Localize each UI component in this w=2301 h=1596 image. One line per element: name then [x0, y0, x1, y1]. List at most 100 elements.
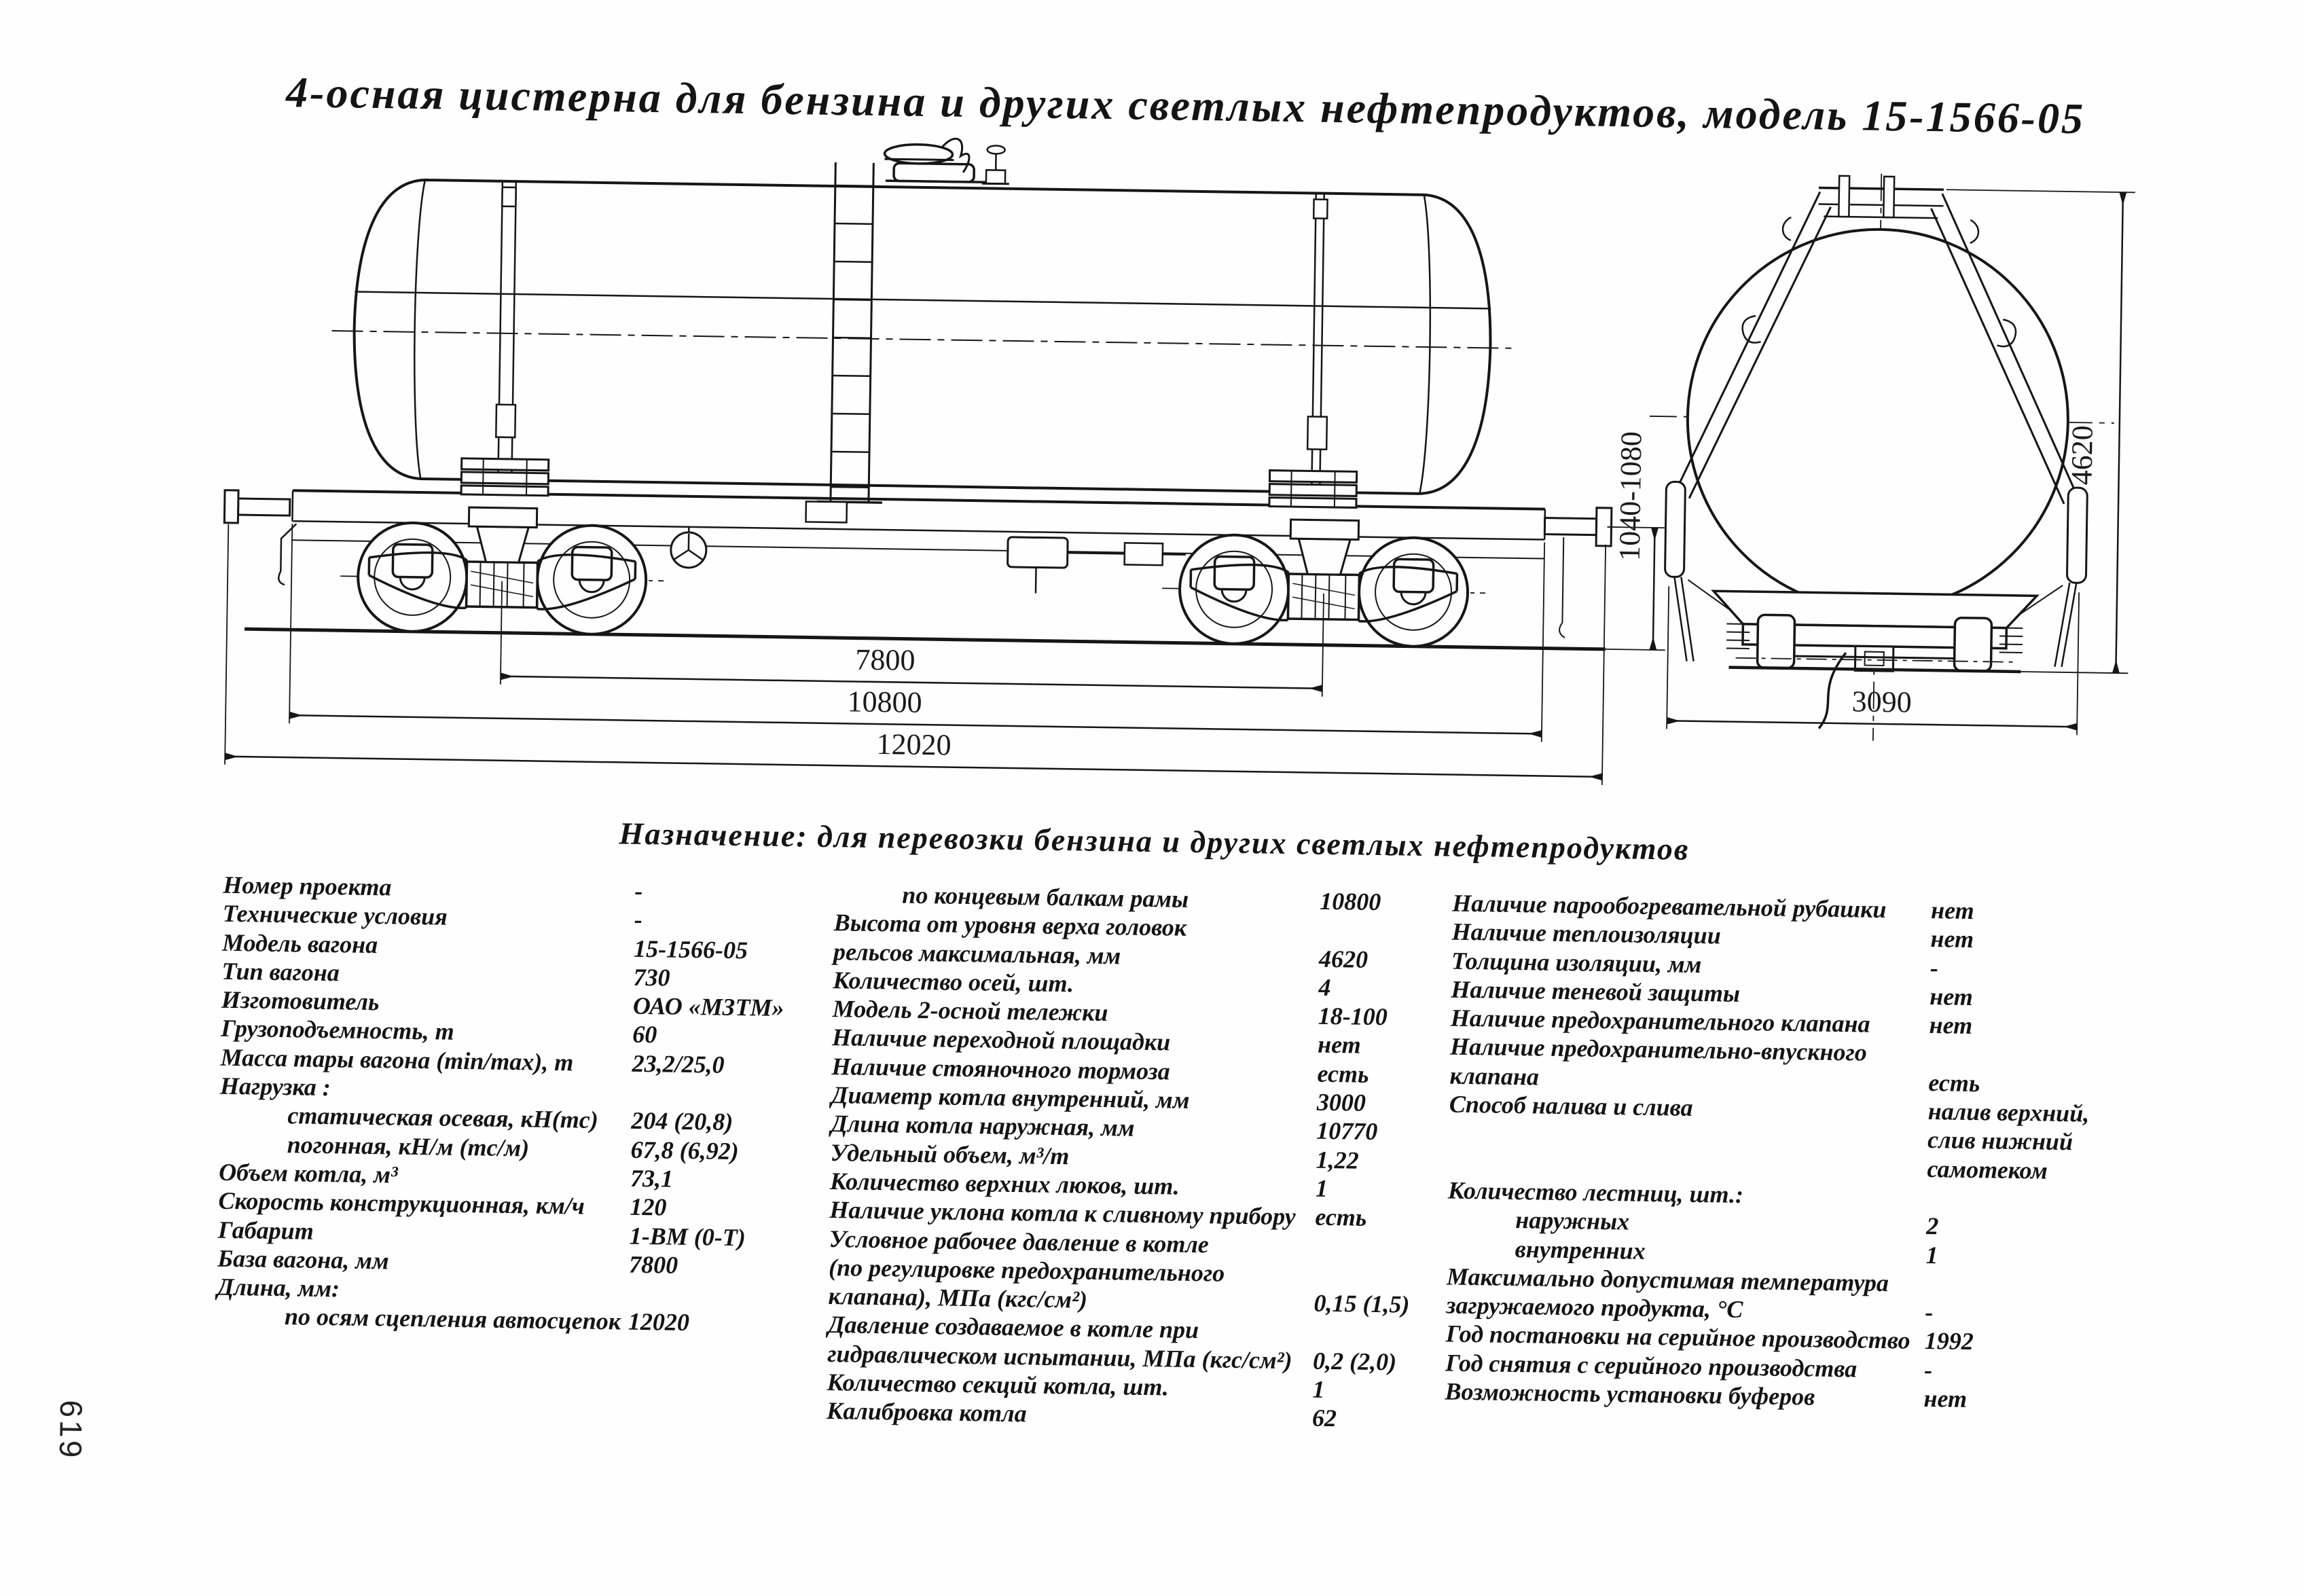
spec-value: нет: [1923, 1385, 1968, 1413]
spec-value: 0,15 (1,5): [1313, 1289, 1410, 1318]
spec-label: Габарит: [217, 1216, 314, 1245]
spec-label: Количество секций котла, шт.: [827, 1368, 1170, 1401]
spec-label: погонная, кН/м (тс/м): [287, 1130, 530, 1162]
dim-end-width: 3090: [1666, 586, 2080, 736]
technical-drawing: 7800 10800 12020 1040-1080: [223, 137, 2135, 785]
spec-value: есть: [1315, 1203, 1367, 1232]
brake-cylinder: [1007, 536, 1186, 594]
spec-value: нет: [1929, 1011, 1973, 1040]
spec-value: 1: [1315, 1174, 1328, 1202]
spec-value: 120: [630, 1193, 667, 1221]
spec-value: 62: [1311, 1404, 1337, 1432]
spec-value: 67,8 (6,92): [630, 1136, 740, 1165]
end-view: 3090 4620: [1649, 173, 2135, 741]
spec-label: Изготовитель: [221, 985, 380, 1016]
spec-label: загружаемого продукта, °С: [1446, 1291, 1743, 1324]
spec-value: 23,2/25,0: [632, 1049, 725, 1078]
dim-frame-length: 10800: [289, 524, 1546, 742]
spec-label: Калибровка котла: [826, 1397, 1028, 1428]
spec-label: Масса тары вагона (min/max), т: [220, 1043, 574, 1076]
spec-value: 12020: [628, 1308, 690, 1337]
spec-value: -: [634, 906, 643, 934]
dim-coupler-height: 1040-1080: [1605, 431, 1667, 651]
left-coupler: [223, 489, 297, 586]
right-support-bracket: [1268, 469, 1358, 509]
bogie-right: [1162, 518, 1486, 648]
spec-label: по осям сцепления автосцепок: [284, 1303, 621, 1335]
spec-label: Тип вагона: [221, 957, 340, 987]
spec-label: наружных: [1515, 1206, 1630, 1235]
end-platform: [1781, 175, 1980, 244]
spec-value: 15-1566-05: [633, 935, 748, 964]
spec-col-3: Наличие парообогревательной рубашки нет …: [1445, 889, 2253, 1418]
right-coupler: [1543, 507, 1613, 638]
spec-value: 3000: [1316, 1088, 1366, 1117]
spec-value: 1: [1312, 1375, 1325, 1403]
spec-value: 10800: [1319, 887, 1381, 916]
page-number: 619: [52, 1400, 90, 1461]
spec-label: Наличие теневой защиты: [1451, 975, 1741, 1007]
spec-value: слив нижний: [1927, 1126, 2073, 1156]
spec-label: Нагрузка :: [219, 1072, 331, 1102]
spec-label: клапана), МПа (кгс/см²): [828, 1282, 1088, 1313]
spec-value: налив верхний,: [1927, 1098, 2090, 1127]
spec-value: 60: [632, 1021, 657, 1049]
dim-overall-length: 12020: [224, 524, 1607, 785]
spec-value: -: [1929, 954, 1939, 981]
spec-label: Скорость конструкционная, км/ч: [218, 1186, 585, 1220]
spec-label: Диаметр котла внутренний, мм: [831, 1081, 1190, 1114]
dim-bogie-base: 7800: [499, 581, 1324, 697]
spec-value: нет: [1929, 982, 1974, 1011]
spec-label: статическая осевая, кН(тс): [287, 1102, 599, 1134]
spec-label: Толщина изоляции, мм: [1451, 947, 1702, 978]
spec-label: Высота от уровня верха головок: [833, 909, 1187, 942]
end-bogie: [1726, 613, 2023, 674]
dim-3090-label: 3090: [1851, 685, 1912, 719]
dim-12020-label: 12020: [876, 727, 952, 762]
spec-label: клапана: [1449, 1062, 1540, 1091]
tank-end-circle: [1686, 228, 2069, 611]
spec-label: внутренних: [1515, 1235, 1646, 1265]
rail-line: [244, 627, 1606, 651]
side-ladder: [805, 162, 882, 524]
dim-10800-label: 10800: [847, 685, 922, 719]
purpose-subtitle: Назначение: для перевозки бензина и друг…: [619, 816, 1690, 867]
spec-value: 73,1: [630, 1164, 674, 1193]
spec-value: есть: [1317, 1059, 1369, 1088]
spec-value: 0,2 (2,0): [1312, 1347, 1397, 1376]
dim-coupler-height-label: 1040-1080: [1613, 431, 1648, 561]
side-view: 7800 10800 12020 1040-1080: [223, 137, 1667, 785]
spec-label: Количество верхних люков, шт.: [829, 1167, 1180, 1200]
spec-label: Способ налива и слива: [1449, 1090, 1693, 1121]
spec-label: Модель вагона: [221, 928, 378, 958]
spec-label: Количество осей, шт.: [833, 966, 1074, 998]
spec-label: Номер проекта: [223, 871, 392, 901]
spec-label: Объем котла, м³: [218, 1158, 399, 1189]
dim-7800-label: 7800: [855, 643, 916, 677]
spec-label: База вагона, мм: [217, 1244, 389, 1275]
spec-label: Грузоподъемность, т: [221, 1015, 454, 1046]
spec-label: Наличие стояночного тормоза: [831, 1052, 1171, 1085]
spec-label: Длина котла наружная, мм: [831, 1110, 1135, 1142]
spec-value: 4: [1318, 973, 1331, 1001]
dim-4620-label: 4620: [2065, 425, 2099, 486]
spec-value: ОАО «МЗТМ»: [632, 992, 784, 1022]
spec-value: -: [1925, 1299, 1934, 1326]
spec-value: 1: [1925, 1241, 1938, 1269]
filler-hatch-dome: [883, 137, 1009, 189]
spec-value: 1992: [1924, 1327, 1974, 1356]
spec-value: 7800: [628, 1250, 678, 1279]
bogie-left: [340, 506, 664, 636]
spec-label: Удельный объем, м³/т: [830, 1138, 1070, 1169]
spec-label: рельсов максимальная, мм: [833, 937, 1121, 969]
spec-label: Наличие переходной площадки: [831, 1023, 1171, 1056]
dim-end-height: 4620: [1946, 189, 2135, 674]
spec-label: Наличие теплоизоляции: [1451, 918, 1722, 949]
spec-value: -: [1923, 1356, 1933, 1383]
spec-value: -: [634, 877, 643, 905]
spec-value: 2: [1925, 1212, 1939, 1240]
left-support-bracket: [460, 457, 550, 497]
spec-value: 1-ВМ (0-Т): [629, 1222, 746, 1251]
spec-label: Количество лестниц, шт.:: [1447, 1176, 1744, 1208]
